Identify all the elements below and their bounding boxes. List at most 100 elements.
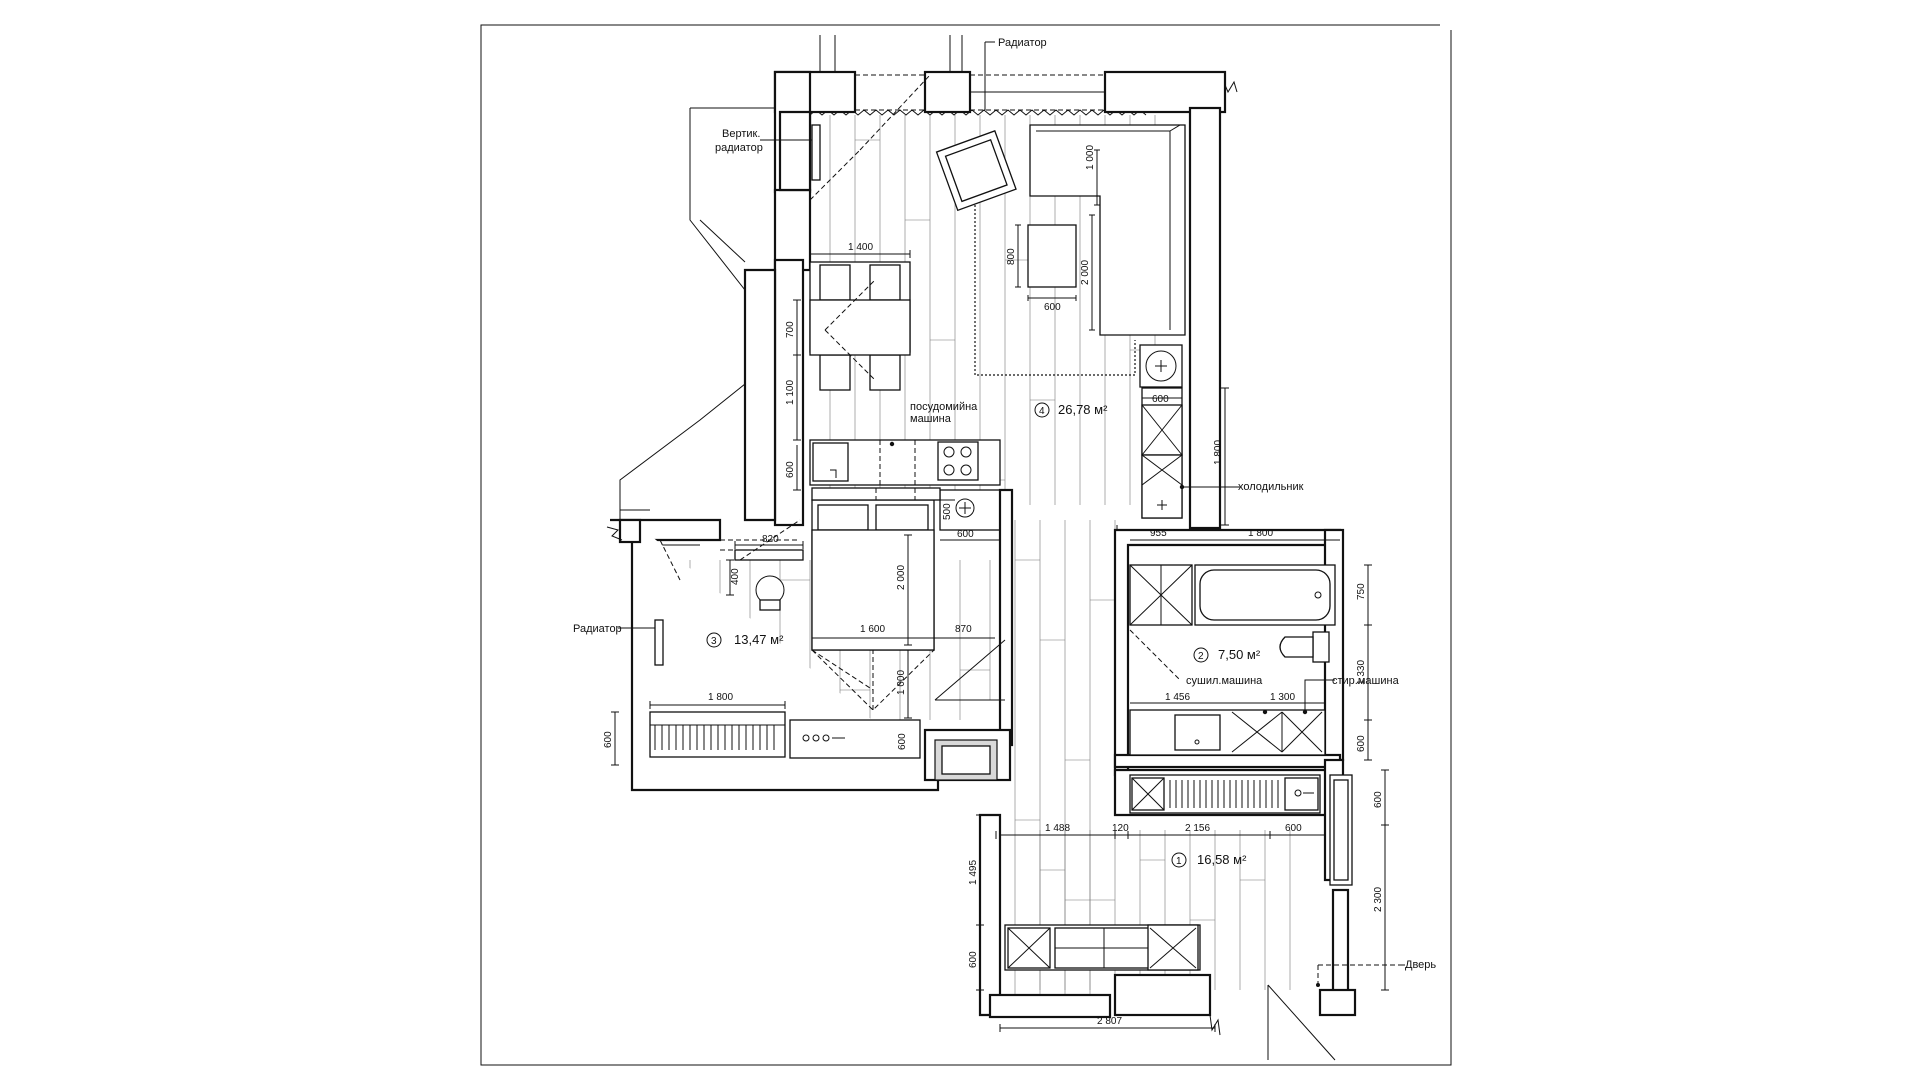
- dryer-label: сушил.машина: [1186, 675, 1263, 687]
- bathroom-door-line: [1129, 629, 1181, 681]
- room-3-number: 3: [711, 636, 717, 647]
- vanity-machines: [1129, 709, 1326, 756]
- room-3-marker: [706, 632, 722, 648]
- fridge-dims: [1141, 387, 1229, 526]
- dim-2000-bed: 2 000: [896, 565, 907, 590]
- dim-1330: 1 330: [1356, 660, 1367, 685]
- dim-1300: 1 300: [1270, 692, 1295, 703]
- dining-set: [809, 261, 911, 391]
- dim-600-hall-right: 600: [1373, 791, 1384, 808]
- armchair: [935, 130, 1017, 212]
- dim-700: 700: [785, 321, 796, 338]
- dim-600-dresser: 600: [897, 733, 908, 750]
- dim-600-fridge: 600: [1152, 394, 1169, 405]
- hallway-shoe-cabinet: [1329, 774, 1353, 886]
- radiator-left-label: Радиатор: [573, 623, 622, 635]
- nightstand-dash: [875, 488, 916, 500]
- dim-1800-wardrobe: 1 800: [708, 692, 733, 703]
- bedroom-door-swing: [934, 639, 1006, 701]
- wardrobe-dims: [611, 701, 786, 766]
- hallway-bottom-cabinet-2-x: [1149, 927, 1197, 969]
- dim-1000-bed: 1 000: [896, 670, 907, 695]
- dim-600-hall: 600: [1285, 823, 1302, 834]
- hallway-right-dims: [1381, 769, 1389, 991]
- dim-600-corner: 600: [957, 529, 974, 540]
- kitchen-corner-unit: [939, 489, 1001, 531]
- round-table-cross: [1155, 360, 1167, 372]
- dim-600-wardrobe: 600: [603, 731, 614, 748]
- corridor-floor: [1014, 520, 1116, 1000]
- toilet: [1279, 631, 1330, 663]
- coffee-table-dims: [1015, 149, 1100, 331]
- fridge-cabinets: [1141, 387, 1183, 519]
- hallway-wardrobe: [1129, 774, 1321, 814]
- desk-set: [726, 541, 804, 611]
- room-3-area: 13,47 м²: [734, 632, 784, 647]
- room-4-marker: [1034, 402, 1050, 418]
- dim-870: 870: [955, 624, 972, 635]
- dim-600-table: 600: [1044, 302, 1061, 313]
- dim-750: 750: [1356, 583, 1367, 600]
- bedroom-break-line: [606, 526, 623, 541]
- dim-1400: 1 400: [848, 242, 873, 253]
- dim-600-kitchen: 600: [785, 461, 796, 478]
- kitchen-counter: [809, 439, 1001, 486]
- vertical-radiator: [811, 124, 821, 181]
- bathroom-cabinet-x: [1129, 564, 1193, 626]
- dim-500: 500: [942, 503, 953, 520]
- room-4-number: 4: [1039, 406, 1045, 417]
- washer-leader: [1304, 679, 1335, 712]
- desk-dash: [739, 519, 801, 561]
- dim-600-bath: 600: [1356, 735, 1367, 752]
- frame-top-gap: [1440, 20, 1460, 30]
- bed-dims: [812, 534, 995, 719]
- window-top: [855, 74, 1105, 111]
- room-2-area: 7,50 м²: [1218, 647, 1261, 662]
- fridge-label: холодильник: [1238, 481, 1304, 493]
- dining-dims: [793, 250, 911, 491]
- dim-2000: 2 000: [1080, 260, 1091, 285]
- dim-1800-bath: 1 800: [1248, 528, 1273, 539]
- bottom-break-line: [1209, 1014, 1221, 1036]
- top-right-break-line: [1224, 80, 1238, 94]
- dim-1800-fridge: 1 800: [1213, 440, 1224, 465]
- radiator-top-leader: [984, 41, 995, 110]
- dim-955: 955: [1150, 528, 1167, 539]
- dim-1456: 1 456: [1165, 692, 1190, 703]
- dim-2807: 2 807: [1097, 1016, 1122, 1027]
- dim-400: 400: [730, 568, 741, 585]
- bedroom-sink-inner: [941, 745, 991, 775]
- vertical-radiator-label-1: Вертик.: [722, 128, 760, 140]
- wall-stubs-top: [819, 35, 963, 72]
- bathtub: [1194, 564, 1336, 626]
- room-2-marker: [1193, 647, 1209, 663]
- coffee-table: [1027, 224, 1077, 288]
- carpet: [974, 205, 1136, 376]
- radiator-top-label: Радиатор: [998, 37, 1047, 49]
- corridor-dash: [1011, 525, 1118, 690]
- room-1-number: 1: [1176, 856, 1182, 867]
- bed: [811, 499, 935, 711]
- dim-1488: 1 488: [1045, 823, 1070, 834]
- dim-1495: 1 495: [968, 860, 979, 885]
- dim-600-hall-left: 600: [968, 951, 979, 968]
- hallway-top-dims: [995, 831, 1326, 839]
- washer-label: стир.машина: [1332, 675, 1400, 687]
- hallway-left-dims: [976, 814, 984, 991]
- room-4-area: 26,78 м²: [1058, 402, 1108, 417]
- walls-living: [773, 70, 1227, 530]
- drawing-frame: [480, 24, 1452, 1066]
- vertical-radiator-label-2: радиатор: [715, 142, 763, 154]
- radiator-left: [654, 619, 664, 666]
- dim-1100: 1 100: [785, 380, 796, 405]
- dishwasher-marker: [889, 441, 895, 447]
- room-1-marker: [1171, 852, 1187, 868]
- bedroom-wardrobe: [649, 711, 786, 758]
- dim-2300: 2 300: [1373, 887, 1384, 912]
- dishwasher-label-2: машина: [910, 413, 952, 425]
- room-2-number: 2: [1198, 651, 1204, 662]
- bay-walls-left: [619, 74, 931, 546]
- window-zigzag: [809, 109, 1147, 116]
- sofa: [1029, 124, 1186, 336]
